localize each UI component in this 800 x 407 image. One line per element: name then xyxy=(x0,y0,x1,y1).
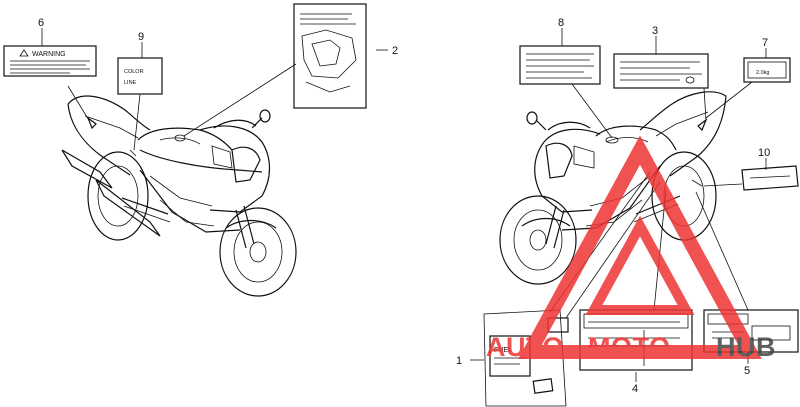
callout-3: 3 xyxy=(652,25,658,37)
warning-text: WARNING xyxy=(32,51,66,58)
callout-numbers: 1 2 3 4 5 6 7 8 9 10 xyxy=(38,17,770,395)
watermark-text-auto: AUTO xyxy=(486,332,564,362)
callout-1: 1 xyxy=(456,355,462,367)
callout-8: 8 xyxy=(558,17,564,29)
watermark-triangle-icon xyxy=(518,135,762,359)
callout-2: 2 xyxy=(392,45,398,57)
callout-10: 10 xyxy=(758,147,770,159)
fuel-label-text: FUEL xyxy=(494,347,512,354)
label-10-strip xyxy=(741,165,799,191)
callout-6: 6 xyxy=(38,17,44,29)
label-6-warning: WARNING xyxy=(3,45,97,77)
label-3 xyxy=(613,53,709,89)
callout-5: 5 xyxy=(744,365,750,377)
tire-pressure-value: 2.0kg xyxy=(756,70,769,76)
left-motorcycle xyxy=(61,95,297,297)
label-9-color: COLOR LINE xyxy=(117,57,163,95)
watermark-logo: AUTO MOTO HUB xyxy=(486,135,776,362)
callout-7: 7 xyxy=(762,37,768,49)
color-label-line1: COLOR xyxy=(124,69,144,75)
watermark-text-moto: MOTO xyxy=(588,332,671,362)
callout-9: 9 xyxy=(138,31,144,43)
label-8 xyxy=(519,45,601,85)
leader-lines xyxy=(41,28,767,382)
label-2-tag xyxy=(293,3,367,109)
label-7-tire: 2.0kg xyxy=(743,57,791,83)
right-motorcycle xyxy=(499,91,727,285)
color-label-line2: LINE xyxy=(124,80,137,86)
watermark-text-hub: HUB xyxy=(716,332,776,362)
watermark-triangle-inner-icon xyxy=(585,215,695,315)
callout-4: 4 xyxy=(632,383,638,395)
